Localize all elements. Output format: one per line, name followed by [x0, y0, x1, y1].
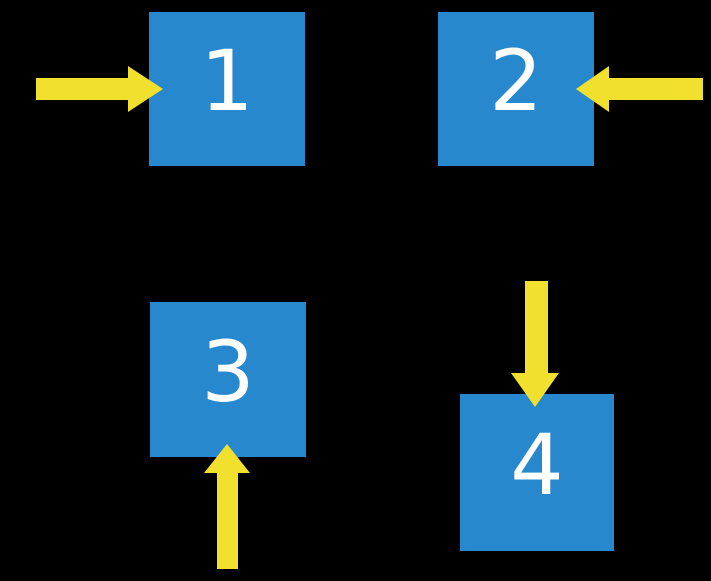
arrow-left-shaft — [608, 78, 703, 100]
numbered-box-1: 1 — [149, 12, 305, 166]
arrow-up-icon — [204, 444, 251, 569]
numbered-box-2: 2 — [438, 12, 594, 166]
arrow-up-head — [204, 444, 250, 473]
arrow-left-icon — [576, 66, 703, 112]
numbered-box-3: 3 — [150, 302, 306, 457]
box-4-label: 4 — [510, 415, 564, 514]
box-2-label: 2 — [489, 32, 543, 130]
box-1-label: 1 — [200, 32, 254, 130]
arrow-down-shaft — [525, 281, 548, 374]
arrow-down-icon — [511, 281, 559, 407]
numbered-box-4: 4 — [460, 394, 614, 551]
arrow-right-shaft — [36, 78, 129, 100]
arrow-left-head — [576, 66, 609, 112]
box-3-label: 3 — [201, 322, 255, 421]
arrow-right-icon — [36, 66, 163, 112]
arrow-down-head — [511, 373, 559, 407]
arrow-up-shaft — [217, 472, 238, 569]
arrow-right-head — [128, 66, 163, 112]
